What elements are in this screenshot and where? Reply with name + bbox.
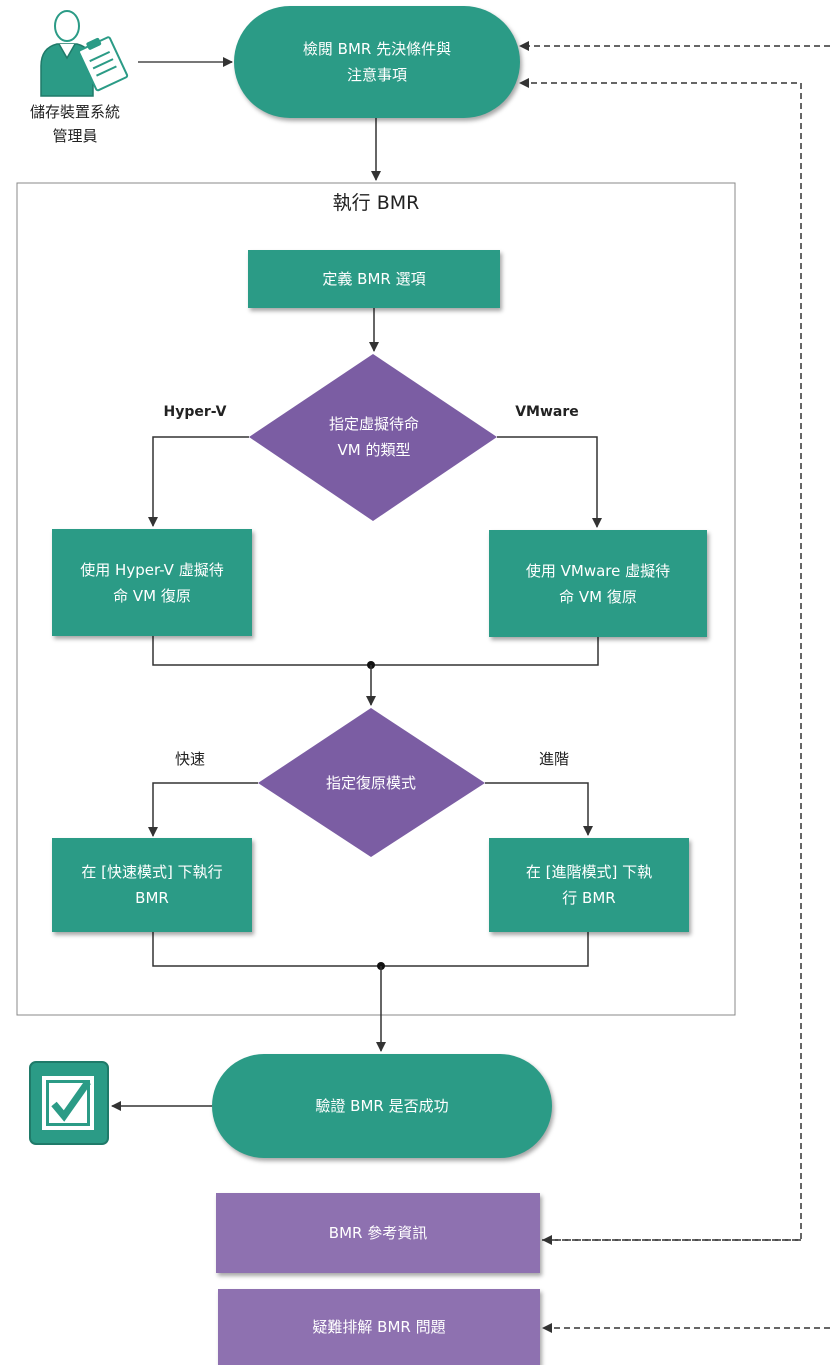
- advanced-line1: 在 [進階模式] 下執: [525, 863, 653, 881]
- actor-label-line1: 儲存裝置系統: [29, 103, 120, 121]
- hyperv-branch-arrow: [148, 436, 249, 527]
- express-branch-label: 快速: [174, 750, 205, 768]
- vm-type-diamond: [249, 354, 497, 521]
- advanced-mode-node: 在 [進階模式] 下執 行 BMR: [489, 838, 689, 932]
- review-prerequisites-node: 檢閱 BMR 先決條件與 注意事項: [234, 6, 520, 118]
- hyperv-branch-label: Hyper-V: [163, 404, 227, 420]
- express-mode-node: 在 [快速模式] 下執行 BMR: [52, 838, 252, 932]
- express-branch-arrow: [148, 782, 258, 837]
- checkmark-icon: [28, 1060, 110, 1146]
- vmware-restore-line1: 使用 VMware 虛擬待: [525, 561, 671, 580]
- vmware-restore-node: 使用 VMware 虛擬待 命 VM 復原: [489, 530, 707, 637]
- actor-label-line2: 管理員: [52, 127, 98, 145]
- express-line1: 在 [快速模式] 下執行: [81, 863, 223, 881]
- administrator-icon: [35, 4, 135, 98]
- restore-mode-text: 指定復原模式: [271, 768, 471, 798]
- express-line2: BMR: [135, 889, 169, 907]
- restore-mode-diamond: [258, 708, 485, 857]
- review-line1: 檢閱 BMR 先決條件與: [302, 40, 452, 58]
- verify-label: 驗證 BMR 是否成功: [315, 1097, 449, 1115]
- execute-bmr-group-frame: [16, 182, 736, 1016]
- hyperv-restore-line1: 使用 Hyper-V 虛擬待: [80, 560, 224, 579]
- troubleshoot-bmr-node[interactable]: 疑難排解 BMR 問題: [218, 1289, 540, 1365]
- vmware-restore-line2: 命 VM 復原: [559, 587, 637, 606]
- verify-bmr-node: 驗證 BMR 是否成功: [212, 1054, 552, 1158]
- advanced-line2: 行 BMR: [562, 889, 616, 907]
- troubleshoot-label: 疑難排解 BMR 問題: [312, 1318, 446, 1336]
- bmr-reference-node[interactable]: BMR 參考資訊: [216, 1193, 540, 1273]
- actor-label: 儲存裝置系統 管理員: [0, 100, 150, 148]
- define-bmr-options-node: 定義 BMR 選項: [248, 250, 500, 308]
- group-title: 執行 BMR: [332, 192, 420, 214]
- vm-type-line1: 指定虛擬待命: [328, 415, 419, 433]
- reference-label: BMR 參考資訊: [328, 1224, 428, 1242]
- restore-mode-label: 指定復原模式: [325, 774, 416, 792]
- hyperv-restore-node: 使用 Hyper-V 虛擬待 命 VM 復原: [52, 529, 252, 636]
- advanced-branch-arrow: [485, 782, 593, 836]
- vmware-branch-label: VMware: [515, 404, 579, 420]
- merge-line-2: [152, 932, 589, 967]
- define-label: 定義 BMR 選項: [322, 270, 426, 288]
- vm-type-line2: VM 的類型: [337, 441, 411, 459]
- merge-line-1: [152, 636, 599, 666]
- advanced-branch-label: 進階: [538, 750, 569, 768]
- hyperv-restore-line2: 命 VM 復原: [113, 586, 191, 605]
- vm-type-text: 指定虛擬待命 VM 的類型: [279, 400, 469, 474]
- vmware-branch-arrow: [497, 436, 602, 528]
- dashed-reference-to-review: [519, 78, 802, 1241]
- review-line2: 注意事項: [346, 66, 407, 84]
